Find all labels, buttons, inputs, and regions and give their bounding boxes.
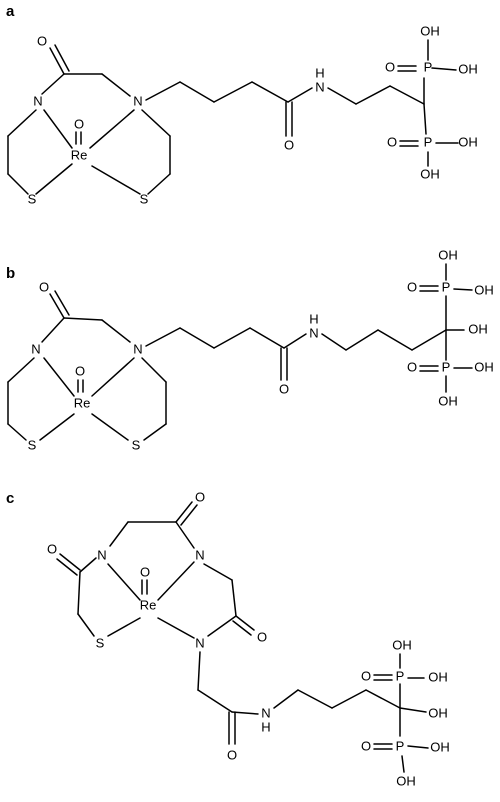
panel-c-bonds (56, 501, 429, 773)
atom-oh: OH (438, 393, 458, 408)
atom-n: N (195, 547, 204, 562)
atom-n: N (195, 635, 204, 650)
atom-oh: OH (458, 134, 478, 149)
atom-n: N (261, 705, 270, 720)
atom-o: O (385, 59, 395, 74)
atom-o: O (195, 489, 205, 504)
atom-o: O (284, 137, 294, 152)
atom-n: N (133, 341, 142, 356)
atom-o: O (74, 116, 84, 131)
panel-b: b (6, 247, 494, 452)
panel-a: a (6, 3, 478, 206)
atom-oh: OH (428, 705, 448, 720)
atom-s: S (132, 437, 141, 452)
panel-label-b: b (6, 265, 15, 282)
panel-c: c (6, 489, 450, 788)
atom-re: Re (74, 395, 91, 410)
atom-o: O (227, 747, 237, 762)
atom-re: Re (71, 147, 88, 162)
atom-o: O (407, 359, 417, 374)
atom-oh: OH (458, 61, 478, 76)
atom-p: P (442, 279, 451, 294)
atom-o: O (279, 381, 289, 396)
panel-a-atoms: O N N Re O S S O H N P O OH OH P O OH OH (28, 23, 478, 206)
atom-oh: OH (392, 637, 412, 652)
atom-h: H (315, 65, 324, 80)
atom-h: H (261, 719, 270, 734)
atom-p: P (442, 359, 451, 374)
atom-p: P (424, 59, 433, 74)
atom-n: N (33, 93, 42, 108)
atom-s: S (28, 191, 37, 206)
atom-oh: OH (468, 321, 488, 336)
atom-oh: OH (420, 23, 440, 38)
atom-p: P (396, 668, 405, 683)
panel-c-atoms: O O N N Re O S N O O N H OH P O OH OH P … (47, 489, 450, 788)
atom-n: N (315, 79, 324, 94)
atom-o: O (257, 629, 267, 644)
panel-label-c: c (6, 490, 14, 507)
atom-oh: OH (396, 773, 416, 788)
atom-re: Re (140, 597, 157, 612)
atom-s: S (96, 635, 105, 650)
atom-s: S (28, 437, 37, 452)
atom-n: N (309, 325, 318, 340)
atom-oh: OH (420, 166, 440, 181)
atom-o: O (39, 279, 49, 294)
panel-a-bonds (7, 39, 459, 195)
atom-oh: OH (474, 359, 494, 374)
atom-n: N (97, 547, 106, 562)
atom-o: O (47, 541, 57, 556)
atom-o: O (387, 134, 397, 149)
panel-b-bonds (7, 263, 473, 441)
atom-n: N (133, 93, 142, 108)
atom-o: O (140, 564, 150, 579)
atom-o: O (361, 738, 371, 753)
atom-oh: OH (474, 282, 494, 297)
atom-o: O (407, 279, 417, 294)
atom-p: P (396, 738, 405, 753)
atom-p: P (424, 134, 433, 149)
atom-o: O (75, 363, 85, 378)
atom-oh: OH (438, 247, 458, 262)
panel-label-a: a (6, 3, 15, 20)
atom-o: O (361, 668, 371, 683)
atom-oh: OH (430, 739, 450, 754)
atom-s: S (140, 191, 149, 206)
panel-b-atoms: O N N Re O S S O H N OH P O OH OH P O OH… (28, 247, 494, 452)
atom-oh: OH (428, 669, 448, 684)
atom-n: N (31, 341, 40, 356)
atom-o: O (37, 33, 47, 48)
atom-h: H (309, 311, 318, 326)
